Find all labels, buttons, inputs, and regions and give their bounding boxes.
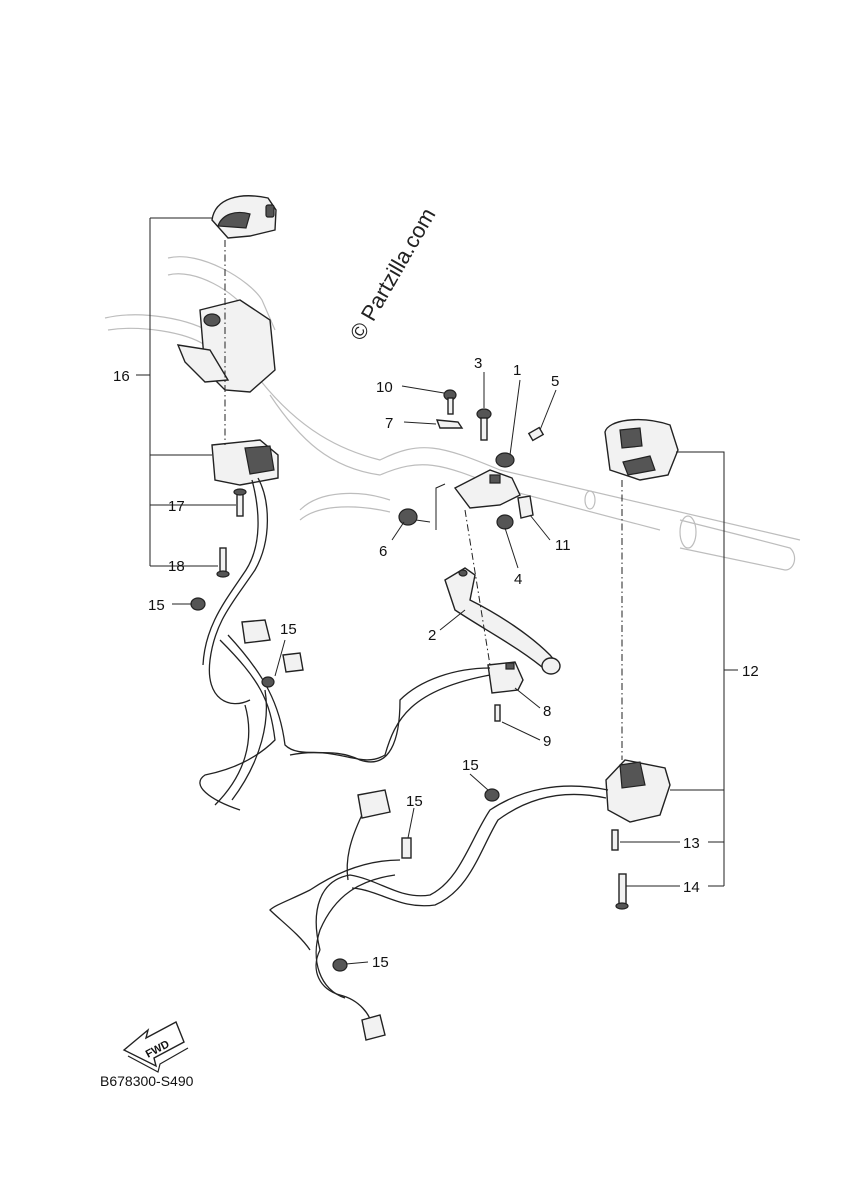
callout-10: 10 xyxy=(376,379,393,396)
callout-3: 3 xyxy=(474,355,482,372)
callout-14: 14 xyxy=(683,879,700,896)
clip-7 xyxy=(435,419,464,429)
nut-4 xyxy=(496,514,514,530)
fwd-arrow-icon: FWD xyxy=(122,1021,189,1073)
callout-2: 2 xyxy=(428,627,436,644)
right-switch-lower-housing xyxy=(605,759,671,823)
callout-leaders xyxy=(172,372,557,965)
callout-18: 18 xyxy=(168,558,185,575)
callout-17: 17 xyxy=(168,498,185,515)
watermark-text: © Partzilla.com xyxy=(345,204,441,345)
screw-17 xyxy=(233,488,247,517)
handlebar-ghost-outline xyxy=(104,256,801,571)
screw-9 xyxy=(494,704,501,722)
callout-4: 4 xyxy=(514,571,522,588)
callout-15-a: 15 xyxy=(148,597,165,614)
screw-18 xyxy=(216,547,230,578)
bolt-10 xyxy=(443,389,457,415)
callout-12: 12 xyxy=(742,663,759,680)
left-lever-holder xyxy=(176,299,276,393)
callout-1: 1 xyxy=(513,362,521,379)
right-switch-upper-housing xyxy=(604,419,679,481)
left-switch-upper-housing xyxy=(211,195,277,239)
callout-11: 11 xyxy=(555,537,571,554)
callout-15-c: 15 xyxy=(462,757,479,774)
screw-14 xyxy=(615,873,629,910)
callout-15-e: 15 xyxy=(372,954,389,971)
callout-15-b: 15 xyxy=(280,621,297,638)
right-harness xyxy=(269,785,609,1041)
callout-9: 9 xyxy=(543,733,551,750)
clutch-lever-2 xyxy=(444,567,561,675)
left-harness xyxy=(190,597,491,811)
callout-13: 13 xyxy=(683,835,700,852)
bolt-3 xyxy=(476,408,492,441)
lever-holder-1 xyxy=(453,452,521,509)
callout-5: 5 xyxy=(551,373,559,390)
adjuster-6 xyxy=(398,508,431,526)
callout-7: 7 xyxy=(385,415,393,432)
left-switch-lower-housing xyxy=(202,439,279,705)
callout-8: 8 xyxy=(543,703,551,720)
collar-11 xyxy=(517,495,534,519)
callout-15-d: 15 xyxy=(406,793,423,810)
bolt-5 xyxy=(527,426,545,442)
callout-6: 6 xyxy=(379,543,387,560)
screw-13 xyxy=(611,829,619,851)
callout-16: 16 xyxy=(113,368,130,385)
diagram-code: B678300-S490 xyxy=(100,1073,194,1089)
clutch-switch-8 xyxy=(487,661,524,694)
